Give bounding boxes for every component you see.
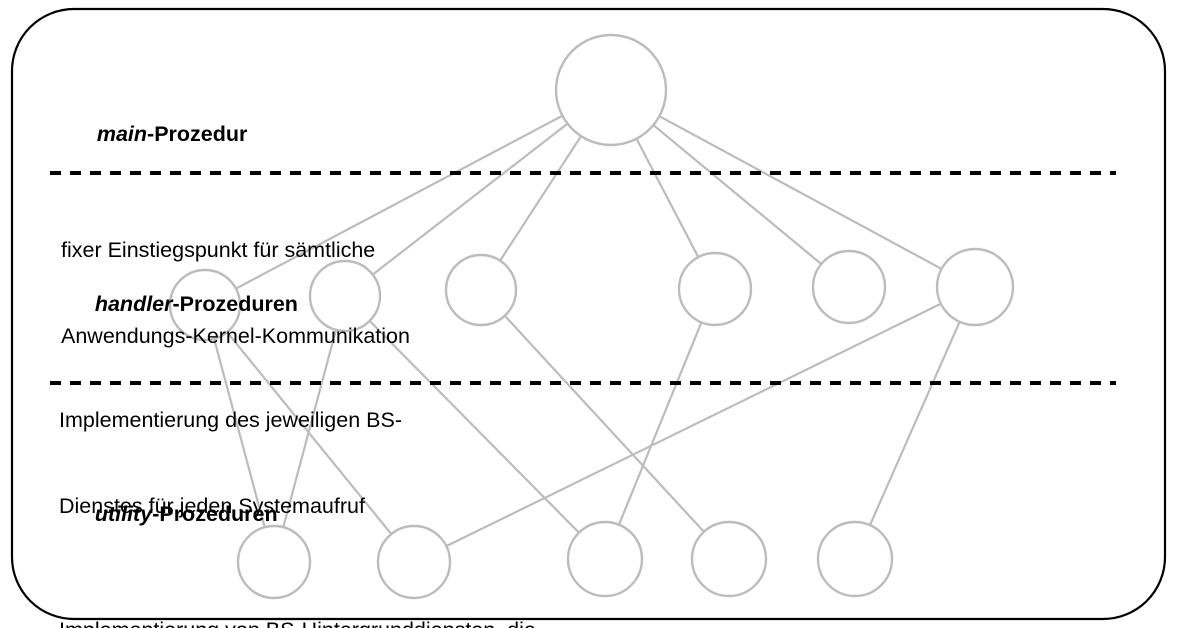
edge-main1-handler4 <box>635 137 700 259</box>
edge-handler2-utility1 <box>282 328 338 529</box>
edge-main1-handler3 <box>498 135 583 262</box>
node-handler-3 <box>444 253 518 327</box>
edge-main1-handler5 <box>652 123 823 266</box>
layer-line-main-1: Anwendungs-Kernel-Kommunikation <box>61 323 410 348</box>
node-handler-6 <box>935 247 1015 327</box>
node-handler-5 <box>811 249 887 325</box>
node-utility-4 <box>690 520 768 598</box>
node-handler-4 <box>677 251 753 327</box>
layer-description-main: main-Prozedur fixer Einstiegspunkt für s… <box>61 32 410 407</box>
layer-line-handler-0: Implementierung des jeweiligen BS- <box>59 408 402 432</box>
layer-line-utility-0: Implementierung von BS-Hintergrunddienst… <box>59 616 538 628</box>
edge-handler1-utility1 <box>212 337 266 529</box>
divider-group <box>50 171 1116 385</box>
node-utility-3 <box>566 520 644 598</box>
node-utility-5 <box>816 520 894 598</box>
rounded-border <box>10 7 1167 621</box>
layer-heading-main: main-Prozedur <box>61 89 410 179</box>
edge-main1-handler2 <box>371 122 569 276</box>
edge-handler6-utility2 <box>445 302 942 548</box>
edge-group <box>212 114 961 548</box>
node-utility-2 <box>376 524 452 600</box>
diagram-border <box>10 7 1167 621</box>
edge-handler3-utility4 <box>503 314 706 533</box>
layer-line-main-0: fixer Einstiegspunkt für sämtliche <box>61 238 376 262</box>
layer-heading-suffix-main: -Prozedur <box>147 122 248 146</box>
node-utility-1 <box>236 524 312 600</box>
layer-description-handler: handler-Prozeduren Implementierung des j… <box>59 202 402 577</box>
layer-keyword-main: main <box>96 122 148 146</box>
layer-description-utility: utility-Prozeduren Implementierung von B… <box>59 412 538 628</box>
layer-line-handler-1: Dienstes für jeden Systemaufruf <box>59 493 365 518</box>
edge-handler6-utility5 <box>868 320 961 527</box>
node-group <box>168 33 1015 600</box>
layer-heading-handler: handler-Prozeduren <box>59 259 402 349</box>
node-handler-1 <box>168 268 242 342</box>
layer-keyword-handler: handler <box>94 292 173 316</box>
layer-heading-suffix-utility: -Prozeduren <box>152 502 278 526</box>
layer-heading-utility: utility-Prozeduren <box>59 469 538 559</box>
node-main-1 <box>554 33 668 147</box>
layer-keyword-utility: utility <box>94 502 153 526</box>
layer-heading-suffix-handler: -Prozeduren <box>172 292 298 316</box>
edge-handler4-utility3 <box>617 321 703 526</box>
edge-main1-handler1 <box>234 114 564 290</box>
node-handler-2 <box>308 259 382 333</box>
edge-main1-handler6 <box>658 115 943 271</box>
